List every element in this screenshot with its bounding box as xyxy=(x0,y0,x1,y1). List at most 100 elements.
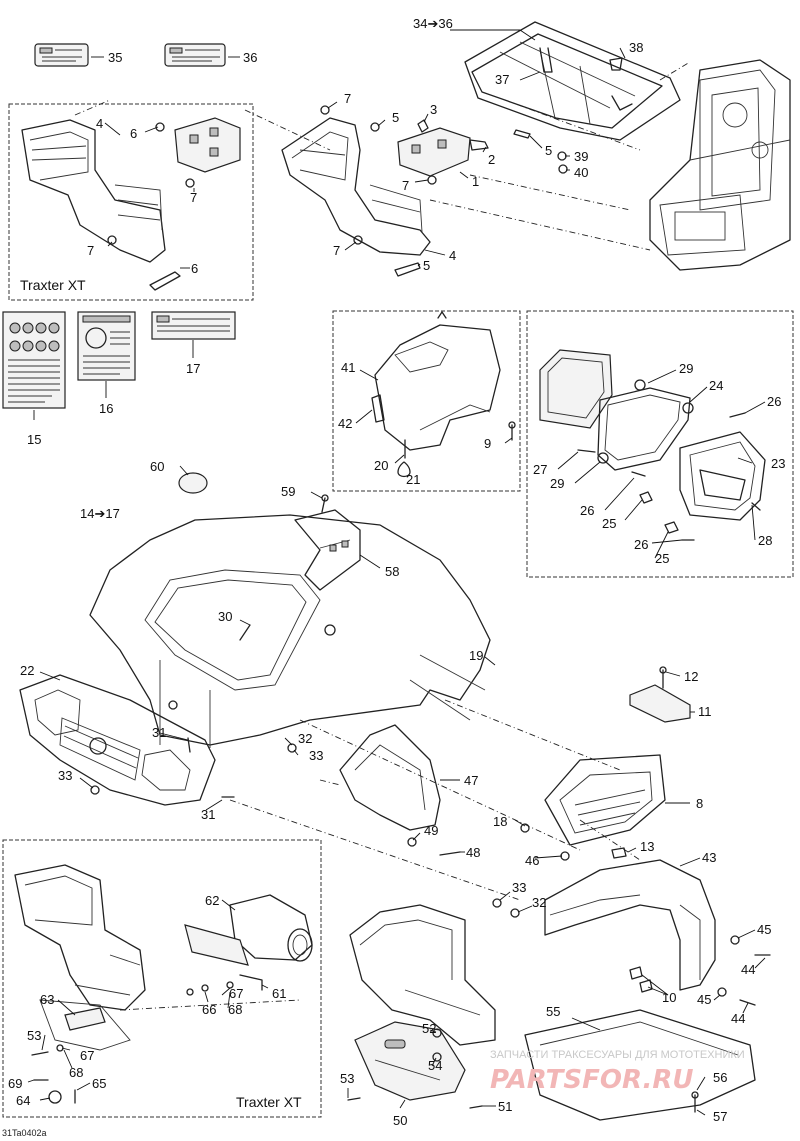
callout-37: 37 xyxy=(495,72,509,87)
callout-64: 64 xyxy=(16,1093,30,1108)
skid-plate-55 xyxy=(524,1009,756,1121)
callout-40: 40 xyxy=(574,165,588,180)
headlight-housing xyxy=(371,311,516,478)
callout-5-a: 5 xyxy=(392,110,399,125)
callout-7-top-b: 7 xyxy=(87,243,94,258)
callout-21: 21 xyxy=(406,472,420,487)
callout-7-d: 7 xyxy=(402,178,409,193)
callout-44-b: 44 xyxy=(731,1011,745,1026)
callout-26-b: 26 xyxy=(580,503,594,518)
callout-50: 50 xyxy=(393,1113,407,1128)
callout-6-top: 6 xyxy=(130,126,137,141)
callout-48: 48 xyxy=(466,845,480,860)
callout-5-b: 5 xyxy=(545,143,552,158)
callout-29-a: 29 xyxy=(679,361,693,376)
callout-45-a: 45 xyxy=(757,922,771,937)
callout-51: 51 xyxy=(498,1099,512,1114)
callout-55: 55 xyxy=(546,1004,560,1019)
callouts: 35 36 34➔36 38 37 4 6 7 7 6 7 5 3 2 1 7 … xyxy=(8,16,785,1128)
callout-17: 17 xyxy=(186,361,200,376)
front-bumper xyxy=(281,57,623,277)
callout-67-b: 67 xyxy=(80,1048,94,1063)
footrest-8 xyxy=(520,754,666,861)
callout-10: 10 xyxy=(662,990,676,1005)
callout-13: 13 xyxy=(640,839,654,854)
callout-38: 38 xyxy=(629,40,643,55)
callout-26-a: 26 xyxy=(767,394,781,409)
decal-16 xyxy=(77,311,136,381)
callout-7-c: 7 xyxy=(344,91,351,106)
callout-49: 49 xyxy=(424,823,438,838)
callout-9: 9 xyxy=(484,436,491,451)
callout-31-a: 31 xyxy=(152,725,166,740)
callout-52: 52 xyxy=(422,1021,436,1036)
callout-31-b: 31 xyxy=(201,807,215,822)
bracket-58 xyxy=(294,494,361,591)
leader-lines xyxy=(27,29,766,1116)
callout-39: 39 xyxy=(574,149,588,164)
callout-43: 43 xyxy=(702,850,716,865)
step-pad-11 xyxy=(629,684,691,723)
callout-27: 27 xyxy=(533,462,547,477)
callout-25-b: 25 xyxy=(655,551,669,566)
callout-54: 54 xyxy=(428,1058,442,1073)
callout-19: 19 xyxy=(469,648,483,663)
callout-35: 35 xyxy=(108,50,122,65)
callout-30: 30 xyxy=(218,609,232,624)
callout-32-a: 32 xyxy=(298,731,312,746)
callout-36: 36 xyxy=(243,50,257,65)
callout-22: 22 xyxy=(20,663,34,678)
callout-66: 66 xyxy=(202,1002,216,1017)
vehicle-frame xyxy=(649,59,791,271)
callout-5-c: 5 xyxy=(423,258,430,273)
watermark-line2: PARTSFOR.RU xyxy=(490,1065,693,1095)
headlight-assembly xyxy=(539,349,766,541)
callout-44-a: 44 xyxy=(741,962,755,977)
callout-28: 28 xyxy=(758,533,772,548)
decal-17 xyxy=(151,311,236,340)
callout-59: 59 xyxy=(281,484,295,499)
callout-47: 47 xyxy=(464,773,478,788)
callout-1: 1 xyxy=(472,174,479,189)
splash-guard-47 xyxy=(287,724,461,856)
callout-29-b: 29 xyxy=(550,476,564,491)
callout-32-b: 32 xyxy=(532,895,546,910)
callout-63: 63 xyxy=(40,992,54,1007)
callout-16: 16 xyxy=(99,401,113,416)
callout-23: 23 xyxy=(771,456,785,471)
callout-58: 58 xyxy=(385,564,399,579)
decal-35 xyxy=(34,43,89,67)
callout-67-a: 67 xyxy=(229,986,243,1001)
box-headlight-housing xyxy=(332,310,521,492)
callout-20: 20 xyxy=(374,458,388,473)
decal-36 xyxy=(164,43,226,67)
watermark-line1: ЗАПЧАСТИ ТРАКСЕСУАРЫ ДЛЯ МОТОТЕХНИКИ xyxy=(490,1049,745,1061)
callout-34-36: 34➔36 xyxy=(413,16,453,31)
callout-12: 12 xyxy=(684,669,698,684)
grill-bumper-22 xyxy=(19,674,235,806)
bumper-xt-top xyxy=(21,117,241,291)
callout-18: 18 xyxy=(493,814,507,829)
callout-33-b: 33 xyxy=(58,768,72,783)
callout-62: 62 xyxy=(205,893,219,908)
callout-8: 8 xyxy=(696,796,703,811)
callout-4-top: 4 xyxy=(96,116,103,131)
box-headlight xyxy=(526,310,794,578)
callout-11: 11 xyxy=(698,704,712,719)
cap-60 xyxy=(178,472,208,494)
box-bumper-xt-top xyxy=(8,103,254,301)
callout-42: 42 xyxy=(338,416,352,431)
callout-24: 24 xyxy=(709,378,723,393)
callout-33-a: 33 xyxy=(309,748,323,763)
front-fender xyxy=(89,514,491,748)
callout-68-b: 68 xyxy=(69,1065,83,1080)
callout-14-17: 14➔17 xyxy=(80,506,120,521)
callout-41: 41 xyxy=(341,360,355,375)
callout-26-c: 26 xyxy=(634,537,648,552)
callout-68-a: 68 xyxy=(228,1002,242,1017)
callout-60: 60 xyxy=(150,459,164,474)
callout-46: 46 xyxy=(525,853,539,868)
callout-25-a: 25 xyxy=(602,516,616,531)
callout-7-e: 7 xyxy=(333,243,340,258)
